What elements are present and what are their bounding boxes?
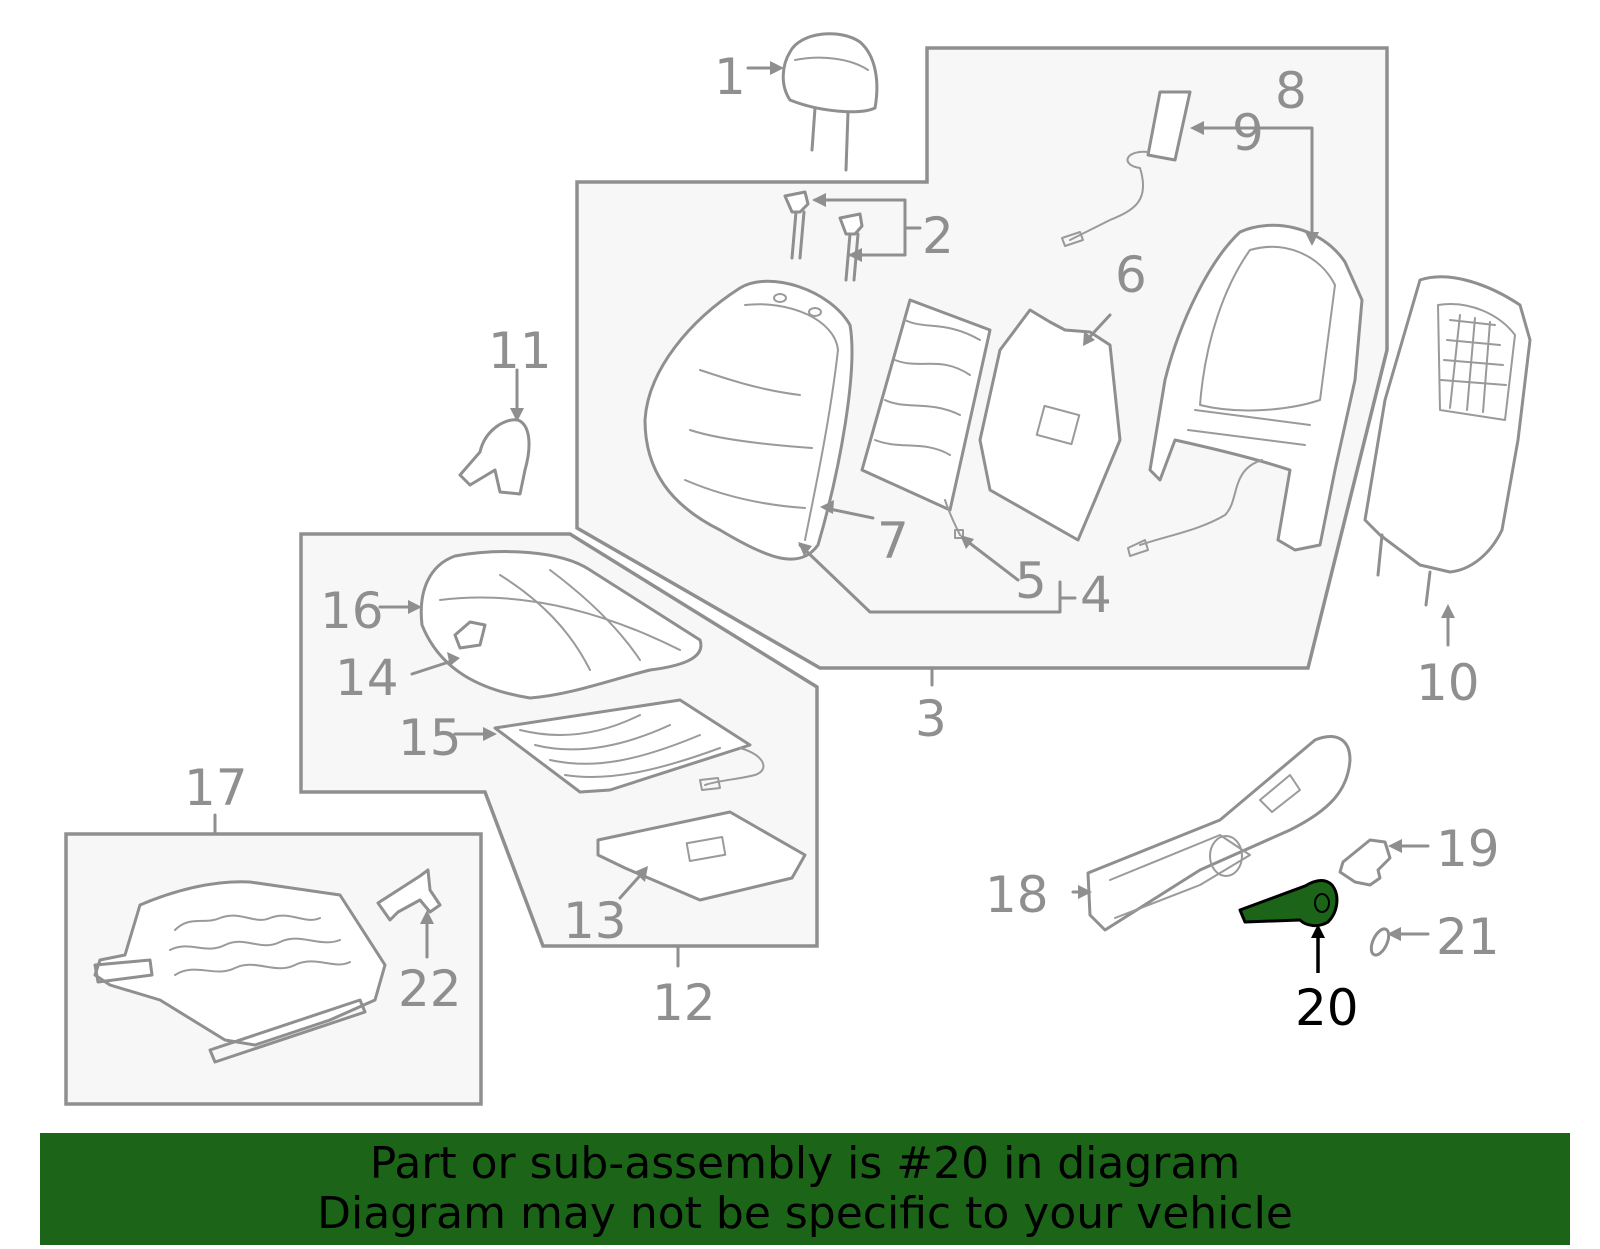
arrowheads <box>408 61 1455 941</box>
headrest-guide-part <box>783 190 864 282</box>
callout-7: 7 <box>877 512 909 570</box>
seat-pad-part <box>596 810 807 902</box>
callout-17: 17 <box>184 759 248 817</box>
callout-21: 21 <box>1436 908 1500 966</box>
callout-2: 2 <box>922 207 954 265</box>
callout-20: 20 <box>1295 979 1359 1037</box>
callout-13: 13 <box>563 892 627 950</box>
callout-18: 18 <box>985 866 1049 924</box>
clip-part <box>1369 927 1391 957</box>
seat-cushion-heater-part <box>493 698 765 794</box>
callout-5: 5 <box>1015 552 1047 610</box>
callout-3: 3 <box>915 690 947 748</box>
seatback-pad-part <box>978 308 1122 542</box>
seat-bracket-part <box>376 868 442 922</box>
side-airbag-part <box>1061 90 1192 247</box>
seat-track-frame-part <box>93 880 387 1064</box>
seatback-heater-part <box>860 298 992 539</box>
banner-line-2: Diagram may not be specific to your vehi… <box>317 1188 1293 1239</box>
seatback-cover-part <box>643 279 854 561</box>
callout-14: 14 <box>335 649 399 707</box>
callout-22: 22 <box>398 960 462 1018</box>
trim-cover-part <box>458 418 531 496</box>
banner-line-1: Part or sub-assembly is #20 in diagram <box>369 1138 1241 1189</box>
callout-6: 6 <box>1115 246 1147 304</box>
headrest-part <box>781 32 879 172</box>
callout-9: 9 <box>1232 104 1264 162</box>
seat-cushion-cover-part <box>419 550 703 700</box>
callout-1: 1 <box>714 48 746 106</box>
callout-15: 15 <box>398 709 462 767</box>
callout-4: 4 <box>1080 566 1112 624</box>
callout-11: 11 <box>488 322 552 380</box>
seatback-panel-part <box>1363 275 1532 607</box>
callout-12: 12 <box>652 974 716 1032</box>
adjuster-knob-part <box>1338 838 1392 887</box>
side-shield-part <box>1086 735 1352 932</box>
callout-19: 19 <box>1436 820 1500 878</box>
recliner-lever-part-highlighted <box>1238 879 1339 928</box>
callout-8: 8 <box>1275 62 1307 120</box>
callout-10: 10 <box>1416 654 1480 712</box>
footer-banner: Part or sub-assembly is #20 in diagram D… <box>40 1133 1570 1245</box>
callout-16: 16 <box>320 582 384 640</box>
